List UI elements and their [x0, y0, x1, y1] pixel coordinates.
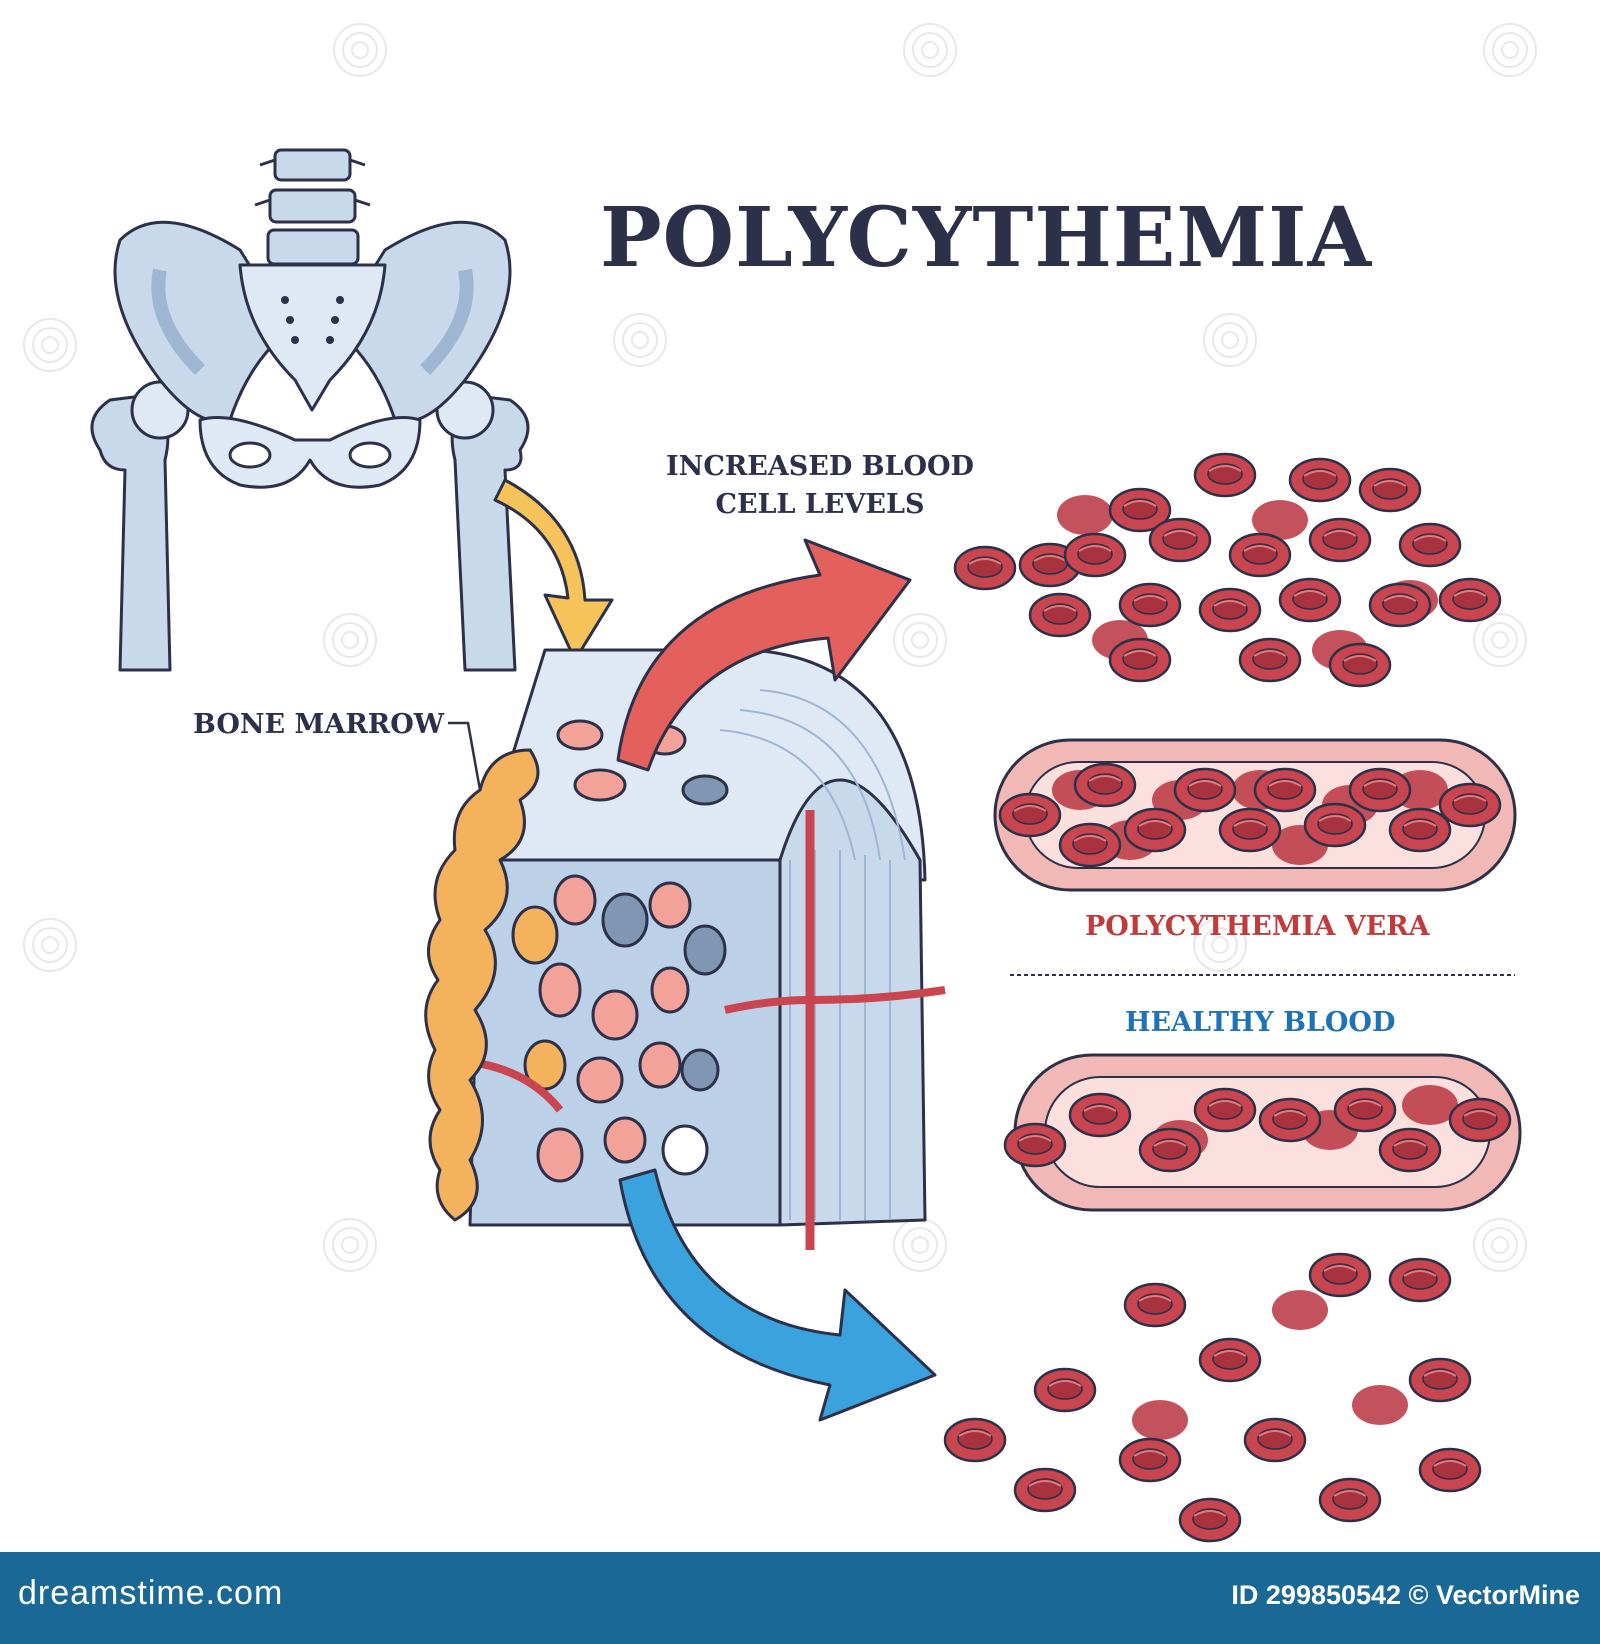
bone-marrow-pointer	[448, 721, 482, 791]
blue-arrow-icon	[618, 1168, 937, 1422]
healthy-vessel-icon	[1003, 1053, 1522, 1212]
bone-marrow-block-icon	[439, 648, 946, 1250]
page-title: POLYCYTHEMIA	[600, 190, 1373, 286]
increased-blood-label-line2: CELL LEVELS	[715, 489, 925, 520]
red-arrow-icon	[616, 538, 912, 772]
pelvis-skeleton-icon	[90, 148, 530, 672]
polycythemia-vessel-icon	[993, 738, 1517, 892]
healthy-blood-label: HEALTHY BLOOD	[1125, 1007, 1396, 1038]
healthy-rbc-cluster-icon	[943, 1252, 1482, 1543]
marrow-tissue-icon	[424, 748, 540, 1222]
polycythemia-illustration	[23, 23, 1537, 1543]
footer-credit: ID 299850542 © VectorMine	[1231, 1580, 1580, 1610]
polycythemia-vera-label: POLYCYTHEMIA VERA	[1085, 911, 1430, 942]
bone-marrow-label: BONE MARROW	[193, 709, 445, 740]
footer-site-logo[interactable]: dreamstime.com	[18, 1574, 284, 1612]
increased-rbc-cluster-icon	[953, 452, 1502, 688]
footer-bar: dreamstime.com ID 299850542 © VectorMine	[0, 1552, 1600, 1644]
increased-blood-label-line1: INCREASED BLOOD	[666, 451, 974, 482]
increased-blood-label: INCREASED BLOOD CELL LEVELS	[660, 448, 980, 524]
